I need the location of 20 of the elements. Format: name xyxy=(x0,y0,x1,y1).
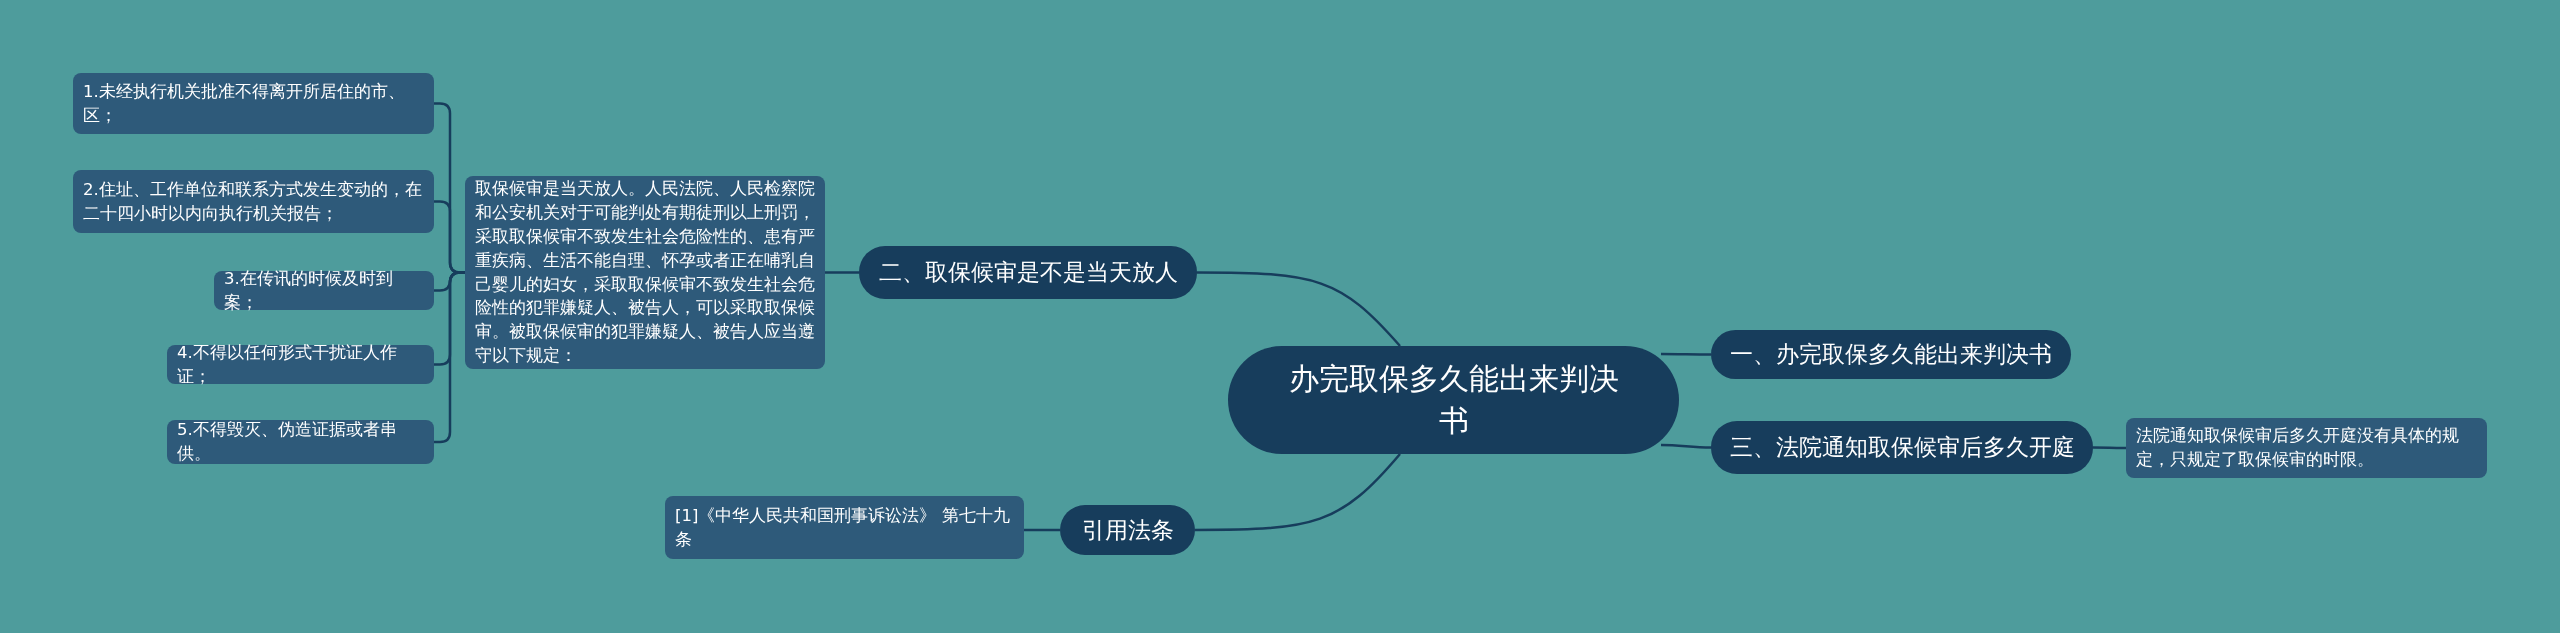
note-box: [1]《中华人民共和国刑事诉讼法》 第七十九条 xyxy=(665,496,1024,559)
topic-pill: 三、法院通知取保候审后多久开庭 xyxy=(1711,421,2093,474)
note-box: 法院通知取保候审后多久开庭没有具体的规定，只规定了取保候审的时限。 xyxy=(2126,418,2487,478)
central-topic: 办完取保多久能出来判决书 xyxy=(1228,346,1679,454)
note-box: 取保候审是当天放人。人民法院、人民检察院和公安机关对于可能判处有期徒刑以上刑罚，采取取保候审不致发生社会危险性的、患有严重疾病、生活不能自理、怀孕或者正在哺乳自己婴儿的妇女，采取取保候审不致发生社会危险性的犯罪嫌疑人、被告人，可以采取取保候审。被取保候审的犯罪嫌疑人、被告人应当遵守以下规定： xyxy=(465,176,825,369)
topic-pill: 引用法条 xyxy=(1060,505,1195,555)
connector-line xyxy=(1197,271,1401,347)
connector-line xyxy=(1195,453,1401,532)
connector-line xyxy=(1661,352,1711,356)
note-box: 5.不得毁灭、伪造证据或者串供。 xyxy=(167,420,434,464)
note-box: 2.住址、工作单位和联系方式发生变动的，在二十四小时以内向执行机关报告； xyxy=(73,170,434,233)
note-box: 1.未经执行机关批准不得离开所居住的市、区； xyxy=(73,73,434,134)
connector-line xyxy=(2093,446,2126,450)
topic-pill: 二、取保候审是不是当天放人 xyxy=(859,246,1197,299)
note-box: 4.不得以任何形式干扰证人作证； xyxy=(167,345,434,384)
connector-line xyxy=(1024,528,1060,532)
connector-line xyxy=(1661,443,1711,449)
topic-pill: 一、办完取保多久能出来判决书 xyxy=(1711,330,2071,379)
connector-line xyxy=(825,271,859,274)
note-box: 3.在传讯的时候及时到案； xyxy=(214,271,434,310)
